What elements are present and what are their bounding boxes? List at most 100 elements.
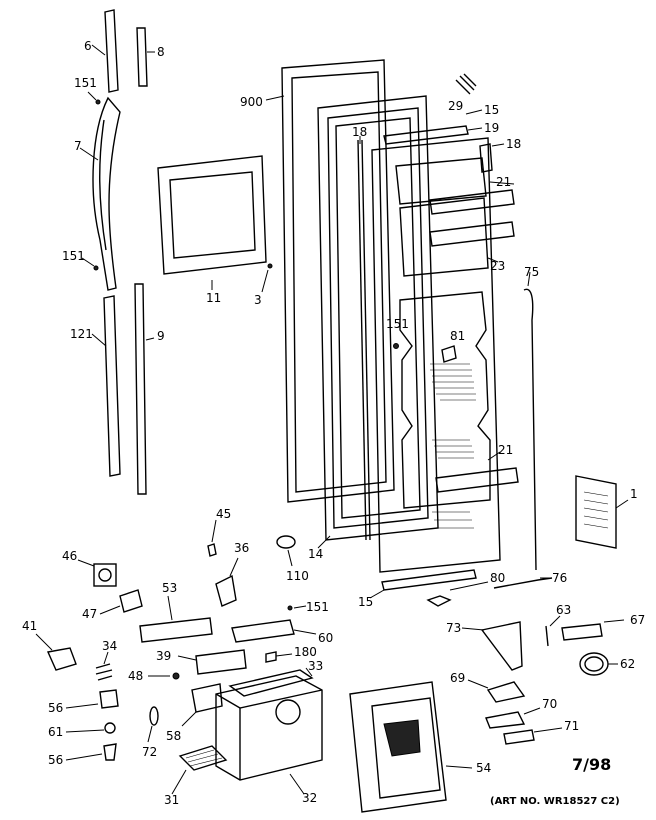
label-14: 14 (308, 547, 323, 561)
tube-75 (523, 288, 537, 571)
screw-3 (267, 263, 273, 269)
part-71 (503, 729, 535, 745)
label-15-a: 15 (484, 103, 499, 117)
label-53: 53 (162, 581, 177, 595)
screw-151-liner (393, 343, 399, 349)
label-31: 31 (164, 793, 179, 807)
part-41 (46, 647, 77, 671)
label-41: 41 (22, 619, 37, 633)
switch-36 (215, 574, 237, 607)
manual-card-1 (575, 475, 617, 549)
label-32: 32 (302, 791, 317, 805)
controls-group (35, 519, 317, 761)
screw-151-upper (95, 99, 101, 105)
label-63: 63 (556, 603, 571, 617)
door-shelf-21-upper (429, 189, 515, 215)
part-labels: 6 8 151 7 151 121 9 11 3 900 29 15 19 18… (22, 39, 645, 807)
part-69 (486, 681, 526, 703)
trim-strip-9 (134, 283, 147, 495)
part-45 (207, 543, 217, 557)
dispenser-frame-11 (157, 155, 267, 275)
label-151-d: 151 (306, 600, 329, 614)
strip-18-left (357, 139, 367, 541)
dispenser-cover-54-group (349, 681, 473, 813)
label-71: 71 (564, 719, 579, 733)
label-3: 3 (254, 293, 262, 307)
trim-strip-6 (104, 9, 119, 93)
label-121: 121 (70, 327, 93, 341)
label-18-a: 18 (352, 125, 367, 139)
rail-15-upper (383, 125, 469, 145)
frame-11-group (157, 155, 273, 293)
part-48 (172, 672, 180, 680)
label-45: 45 (216, 507, 231, 521)
label-11: 11 (206, 291, 221, 305)
label-8: 8 (157, 45, 165, 59)
label-60: 60 (318, 631, 333, 645)
handle-trim-group (79, 9, 155, 495)
label-48: 48 (128, 669, 143, 683)
label-151-c: 151 (386, 317, 409, 331)
label-61: 61 (48, 725, 63, 739)
label-6: 6 (84, 39, 92, 53)
dispenser-housing-group (171, 667, 323, 795)
label-9: 9 (157, 329, 165, 343)
part-56-upper (99, 689, 119, 709)
outer-door-900-group (265, 59, 395, 503)
door-shelf-21-lower (435, 467, 519, 493)
label-62: 62 (620, 657, 635, 671)
label-56-b: 56 (48, 753, 63, 767)
part-81 (441, 345, 457, 363)
screw-151-lower-panel (287, 605, 293, 611)
trim-strip-121 (103, 295, 121, 477)
dispenser-housing-32 (215, 675, 323, 781)
bracket-60 (231, 619, 295, 643)
label-15-b: 15 (358, 595, 373, 609)
part-61 (104, 722, 116, 734)
part-67 (561, 623, 603, 641)
door-liner-group (371, 137, 501, 573)
label-151-a: 151 (74, 76, 97, 90)
label-151-b: 151 (62, 249, 85, 263)
label-70: 70 (542, 697, 557, 711)
label-58: 58 (166, 729, 181, 743)
strip-18-right (479, 143, 493, 173)
label-76: 76 (552, 571, 567, 585)
rail-15-lower (381, 569, 477, 591)
grille-31 (178, 745, 228, 771)
door-shelf-21-middle (429, 221, 515, 247)
label-18-b: 18 (506, 137, 521, 151)
tube-76 (493, 577, 553, 589)
trim-strip-8 (136, 27, 148, 87)
label-21-a: 21 (496, 175, 511, 189)
label-81: 81 (450, 329, 465, 343)
screws-29 (455, 73, 477, 95)
label-69: 69 (450, 671, 465, 685)
door-liner (371, 137, 501, 573)
label-56-a: 56 (48, 701, 63, 715)
label-1: 1 (630, 487, 638, 501)
label-36: 36 (234, 541, 249, 555)
label-72: 72 (142, 745, 157, 759)
outer-door-900 (281, 59, 395, 503)
label-7: 7 (74, 139, 82, 153)
label-54: 54 (476, 761, 491, 775)
board-39 (195, 649, 247, 675)
label-34: 34 (102, 639, 117, 653)
part-72 (149, 706, 159, 726)
part-180 (265, 651, 277, 663)
label-29: 29 (448, 99, 463, 113)
chute-73 (480, 621, 523, 671)
label-110: 110 (286, 569, 309, 583)
label-46: 46 (62, 549, 77, 563)
label-67: 67 (630, 613, 645, 627)
cover-33 (228, 669, 314, 697)
label-75: 75 (524, 265, 539, 279)
label-73: 73 (446, 621, 461, 635)
wires-34 (95, 663, 113, 681)
motor-58 (191, 683, 223, 713)
part-110 (276, 535, 296, 549)
bracket-47 (119, 589, 143, 613)
